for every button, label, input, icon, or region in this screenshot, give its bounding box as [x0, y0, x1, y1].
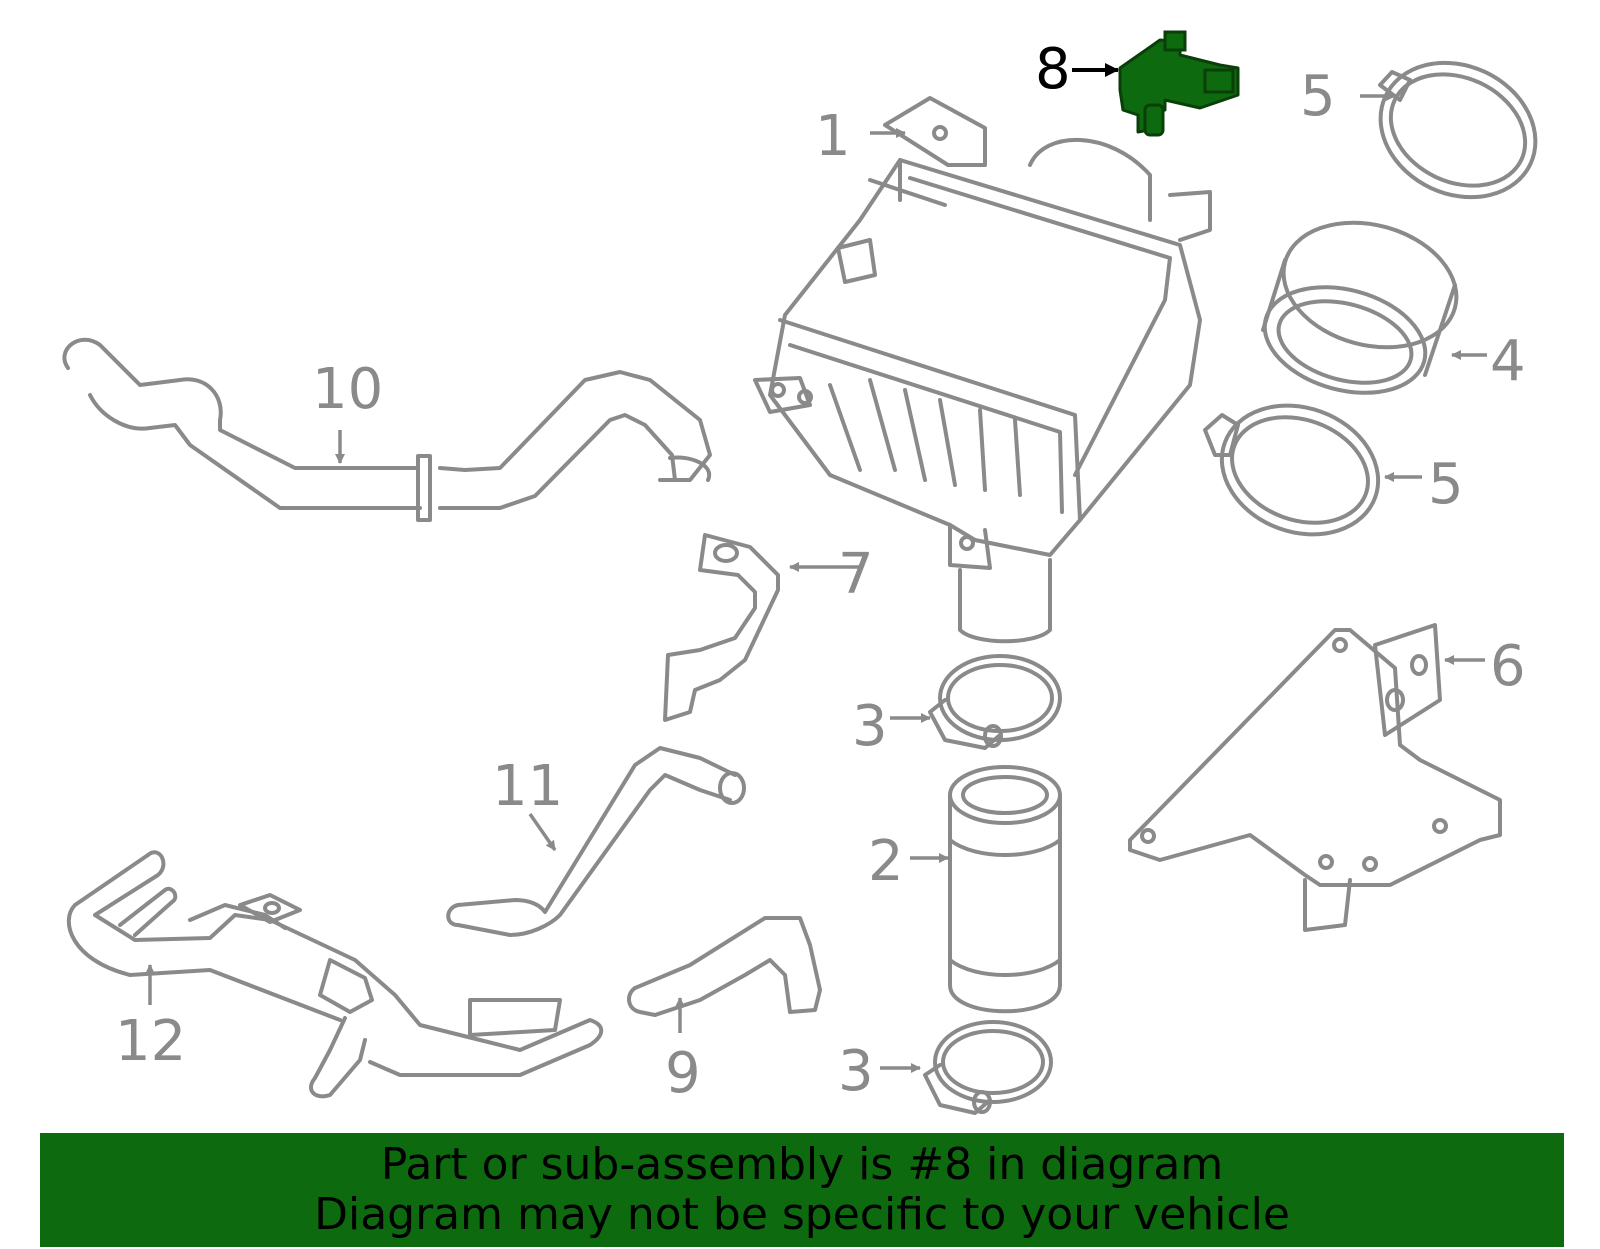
- notice-banner: Part or sub-assembly is #8 in diagram Di…: [40, 1133, 1564, 1247]
- callout-arrows: [145, 63, 1487, 1073]
- part-11-hose: [446, 746, 746, 937]
- callout-9: 9: [665, 1041, 701, 1106]
- callout-7: 7: [838, 542, 874, 607]
- callout-5-top: 5: [1300, 64, 1336, 129]
- part-5-clamp-lower: [1203, 403, 1381, 537]
- banner-line-1: Part or sub-assembly is #8 in diagram: [380, 1139, 1224, 1190]
- callout-10: 10: [312, 357, 383, 422]
- callout-4: 4: [1490, 329, 1526, 394]
- callout-11: 11: [492, 754, 563, 819]
- part-3-clamp-lower: [923, 1020, 1053, 1115]
- part-4-duct-ring: [1261, 220, 1459, 395]
- callout-6: 6: [1490, 634, 1526, 699]
- callout-8: 8: [1035, 37, 1071, 102]
- part-9-hose: [627, 916, 822, 1017]
- part-1-air-cleaner-housing: [753, 96, 1212, 644]
- part-6-bracket-plate: [1128, 623, 1502, 932]
- callout-3-upper: 3: [852, 694, 888, 759]
- banner-line-2: Diagram may not be specific to your vehi…: [314, 1189, 1290, 1240]
- part-12-pipe-assembly: [66, 850, 604, 1099]
- part-2-hose: [948, 765, 1062, 1014]
- part-10-hose: [62, 337, 712, 522]
- callout-3-lower: 3: [838, 1039, 874, 1104]
- part-8-sensor: [1118, 30, 1240, 137]
- callout-5-lower: 5: [1428, 452, 1464, 517]
- part-3-clamp-upper: [928, 654, 1062, 750]
- callout-labels: 1 5 4 5 7 6 3 2 3 10 11 9 12 8: [115, 37, 1526, 1106]
- callout-12: 12: [115, 1009, 186, 1074]
- callout-1: 1: [815, 104, 851, 169]
- part-7-bracket: [663, 533, 780, 722]
- callout-2: 2: [868, 829, 904, 894]
- part-5-clamp-top: [1378, 60, 1538, 200]
